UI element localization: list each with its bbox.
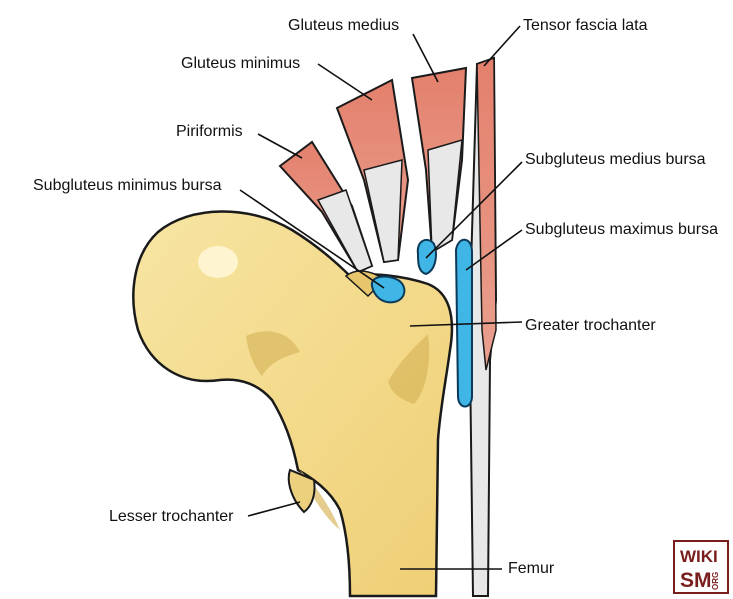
leader-subgluteus-medius-bursa [425,161,523,259]
femur-bone [132,210,454,598]
wikism-logo: WIKI SM ORG [673,540,729,594]
label-lesser-trochanter: Lesser trochanter [109,508,234,525]
label-subgluteus-minimus-bursa: Subgluteus minimus bursa [33,177,222,194]
leader-subgluteus-minimus-bursa [239,189,385,289]
tensor-fascia-lata [469,56,498,597]
leader-gluteus-medius [412,33,439,83]
label-femur: Femur [508,560,555,577]
subgluteus-maximus-bursa [454,238,473,408]
label-subgluteus-medius-bursa: Subgluteus medius bursa [525,151,706,168]
leader-tensor-fascia-lata [483,25,521,67]
logo-bottom-text: SM [680,569,712,592]
piriformis [278,140,374,274]
leader-gluteus-minimus [317,63,373,101]
logo-top-text: WIKI [680,547,718,566]
label-piriformis: Piriformis [176,123,243,140]
leader-piriformis [257,133,303,159]
subgluteus-minimus-bursa [370,275,406,304]
logo-side-text: ORG [711,572,720,590]
leader-greater-trochanter [409,321,523,327]
label-subgluteus-maximus-bursa: Subgluteus maximus bursa [525,221,718,238]
label-tensor-fascia-lata: Tensor fascia lata [523,17,648,34]
leader-lesser-trochanter [247,501,301,517]
leader-subgluteus-maximus-bursa [465,229,523,271]
gluteus-minimus [335,78,410,264]
lesser-trochanter [287,468,316,514]
leader-lines [239,25,523,570]
label-greater-trochanter: Greater trochanter [525,317,656,334]
label-gluteus-minimus: Gluteus minimus [181,55,300,72]
gluteus-medius [410,66,468,254]
label-gluteus-medius: Gluteus medius [288,17,399,34]
